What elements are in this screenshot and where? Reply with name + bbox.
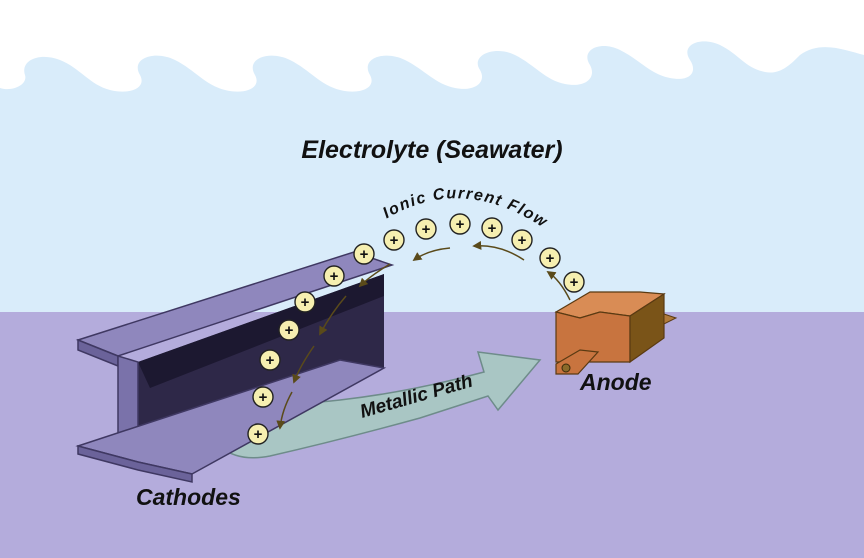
anode-side-face [629, 292, 665, 364]
positive-ion: + [259, 349, 281, 371]
ion-circle [259, 349, 281, 371]
metallic-path-arrow [203, 351, 542, 459]
positive-ion: + [449, 213, 471, 235]
ion-arrow [319, 295, 347, 336]
ion-plus-sign: + [330, 268, 339, 285]
ion-arrow [412, 247, 451, 262]
ion-plus-sign: + [259, 389, 268, 406]
ion-circle [539, 247, 561, 269]
ion-plus-sign: + [488, 220, 497, 237]
ion-arrow [472, 240, 525, 261]
ion-circle [481, 217, 503, 239]
ion-arrow [276, 391, 293, 430]
ion-circle [323, 265, 345, 287]
positive-ion: + [563, 271, 585, 293]
ion-circle [415, 218, 437, 240]
ion-circle [511, 229, 533, 251]
electrolyte-label: Electrolyte (Seawater) [301, 136, 562, 164]
positive-ion: + [481, 217, 503, 239]
ion-plus-sign: + [254, 426, 263, 443]
ion-plus-sign: + [266, 352, 275, 369]
ionic-current-arrows [276, 240, 571, 430]
positive-ion: + [415, 218, 437, 240]
ion-arrow [358, 263, 391, 288]
beam-web-shadow [138, 274, 384, 388]
positive-ion: + [539, 247, 561, 269]
ion-plus-sign: + [301, 294, 310, 311]
positive-ion: + [511, 229, 533, 251]
ion-plus-sign: + [390, 232, 399, 249]
ion-plus-sign: + [570, 274, 579, 291]
ion-plus-sign: + [518, 232, 527, 249]
positive-ions: + + + + + + + + + + + + + + [247, 213, 585, 445]
positive-ion: + [383, 229, 405, 251]
anode-label: Anode [579, 369, 652, 395]
ion-circle [247, 423, 269, 445]
positive-ion: + [353, 243, 375, 265]
positive-ion: + [252, 386, 274, 408]
wave-crests [0, 0, 864, 92]
anode-block [554, 291, 678, 375]
ion-circle [294, 291, 316, 313]
positive-ion: + [278, 319, 300, 341]
beam-bottom-flange-edge [77, 445, 193, 483]
positive-ion: + [247, 423, 269, 445]
anode-bolt [561, 363, 571, 373]
cathodes-label: Cathodes [136, 484, 241, 510]
anode-tab [663, 313, 678, 325]
ion-plus-sign: + [285, 322, 294, 339]
ion-circle [252, 386, 274, 408]
ion-arrow [292, 345, 315, 384]
ion-circle [449, 213, 471, 235]
positive-ion: + [294, 291, 316, 313]
ion-plus-sign: + [422, 221, 431, 238]
positive-ion: + [323, 265, 345, 287]
ion-arrow [546, 271, 571, 301]
ion-plus-sign: + [360, 246, 369, 263]
ion-circle [383, 229, 405, 251]
ion-plus-sign: + [456, 216, 465, 233]
ion-plus-sign: + [546, 250, 555, 267]
ion-circle [353, 243, 375, 265]
ion-circle [563, 271, 585, 293]
ion-circle [278, 319, 300, 341]
